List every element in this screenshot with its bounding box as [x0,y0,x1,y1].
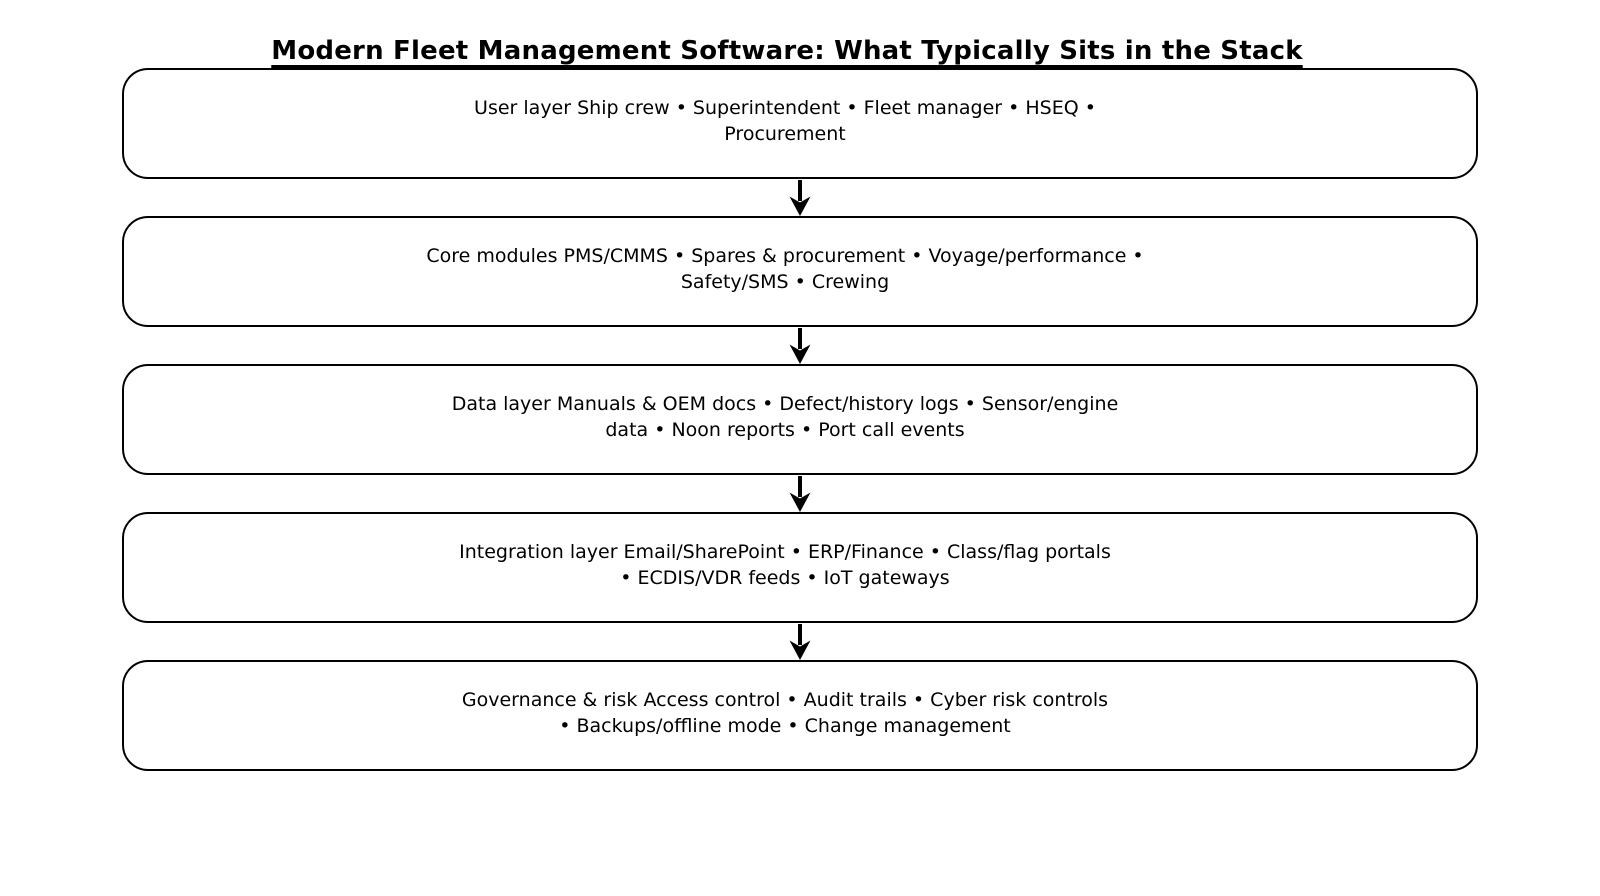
layer-text: Integration layer Email/SharePoint • ERP… [459,539,1111,591]
layer-line1: Core modules PMS/CMMS • Spares & procure… [426,244,1144,267]
arrow-down-icon [789,476,811,512]
arrow-down-icon [789,180,811,216]
layer-text: Core modules PMS/CMMS • Spares & procure… [426,243,1143,295]
layer-line2: • Backups/offline mode • Change manageme… [559,714,1011,737]
layer-line2: • ECDIS/VDR feeds • IoT gateways [620,566,950,589]
layer-text: Data layer Manuals & OEM docs • Defect/h… [452,391,1119,443]
layer-line1: Data layer Manuals & OEM docs • Defect/h… [451,392,1119,415]
layer-text: User layer Ship crew • Superintendent • … [474,95,1096,147]
layer-line1: User layer Ship crew • Superintendent • … [474,96,1096,119]
diagram-title: Modern Fleet Management Software: What T… [271,36,1303,66]
layer-line1: Governance & risk Access control • Audit… [461,688,1109,711]
layer-box-core-modules: Core modules PMS/CMMS • Spares & procure… [122,216,1478,327]
layer-line2: data • Noon reports • Port call events [605,418,965,441]
layer-line2: Safety/SMS • Crewing [680,270,890,293]
layer-line1: Integration layer Email/SharePoint • ERP… [459,540,1111,563]
arrow-down-icon [789,624,811,660]
layer-box-user-layer: User layer Ship crew • Superintendent • … [122,68,1478,179]
layer-line2: Procurement [724,122,846,145]
layer-text: Governance & risk Access control • Audit… [462,687,1108,739]
layer-box-integration-layer: Integration layer Email/SharePoint • ERP… [122,512,1478,623]
layer-box-governance-risk: Governance & risk Access control • Audit… [122,660,1478,771]
arrow-down-icon [789,328,811,364]
layer-box-data-layer: Data layer Manuals & OEM docs • Defect/h… [122,364,1478,475]
